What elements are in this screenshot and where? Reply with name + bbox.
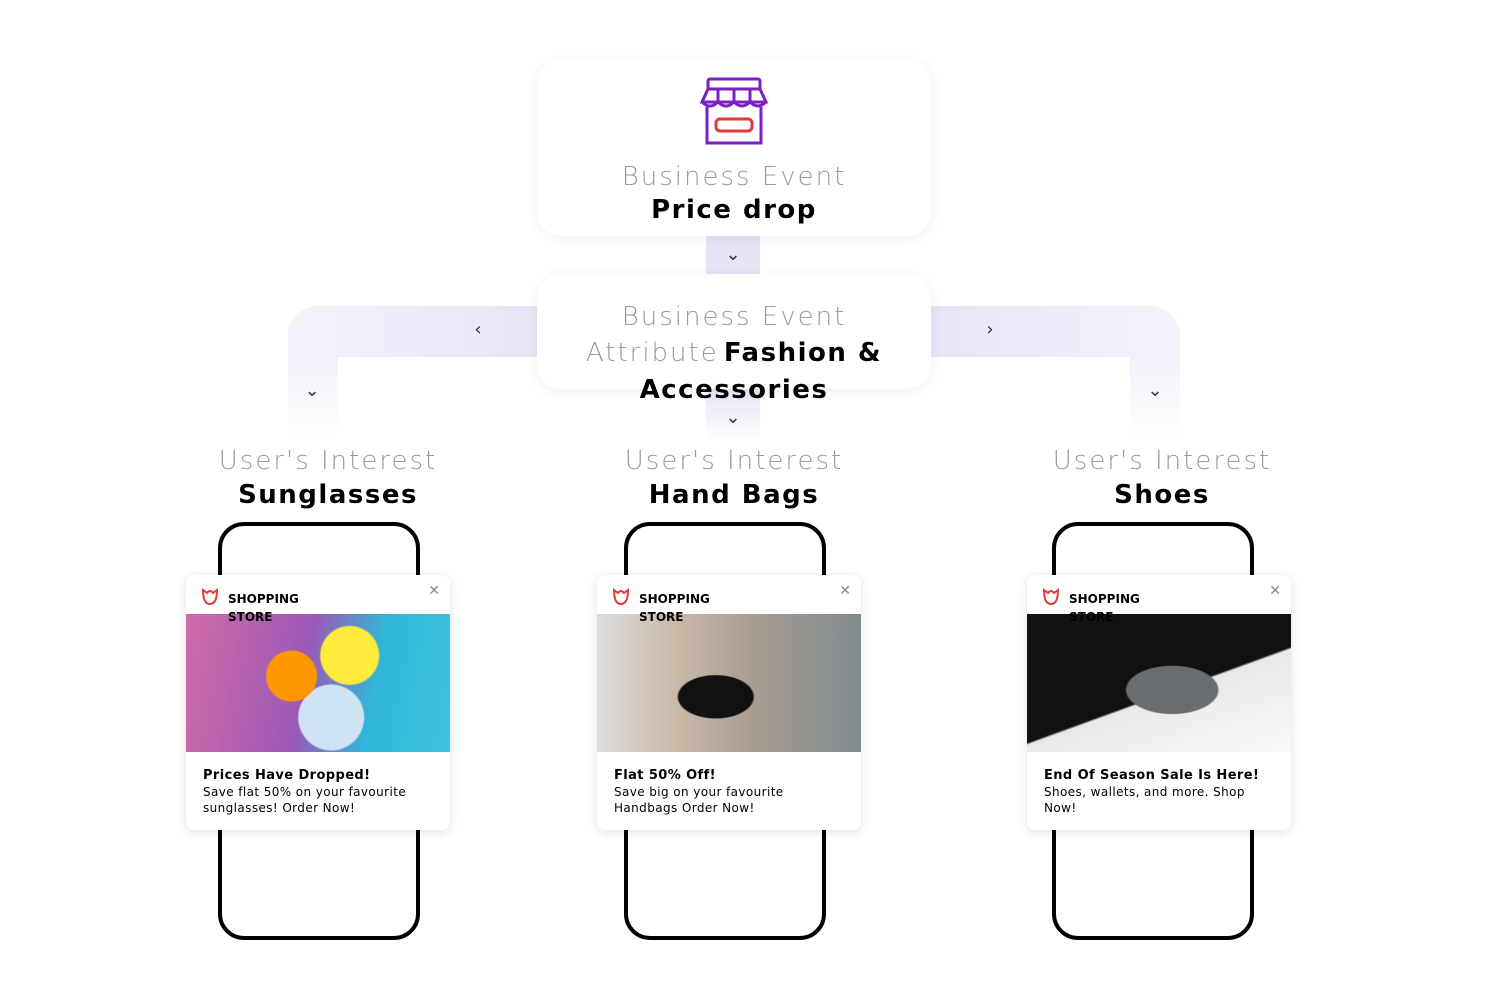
notification-title: Prices Have Dropped! (203, 768, 371, 783)
chevron-down-icon: ⌄ (304, 380, 320, 401)
chevron-right-icon: › (986, 319, 994, 340)
close-icon[interactable]: ✕ (839, 583, 851, 599)
interest-value: Hand Bags (648, 480, 820, 510)
brand-name: SHOPPING STORE (1069, 592, 1140, 624)
interest-value: Shoes (1114, 480, 1210, 510)
connector-middle-down (706, 389, 760, 441)
close-icon[interactable]: ✕ (1269, 583, 1281, 599)
notification-body: Save big on your favourite Handbags Orde… (614, 785, 784, 815)
attribute-prefix: Attribute (585, 338, 719, 368)
brand-logo-icon (201, 587, 219, 606)
notification-body: Save flat 50% on your favourite sunglass… (203, 785, 407, 815)
interest-label-group: User's Interest Hand Bags (584, 446, 884, 510)
interest-label: User's Interest (218, 446, 438, 476)
brand-logo-icon (612, 587, 630, 606)
interest-label-group: User's Interest Shoes (1012, 446, 1312, 510)
handbag-image (597, 614, 861, 752)
chevron-left-icon: ‹ (474, 319, 482, 340)
card-subtitle: Business Event (621, 162, 847, 192)
chevron-down-icon: ⌄ (1147, 380, 1163, 401)
card-title: Fashion & Accessories (639, 338, 883, 405)
card-title: Price drop (651, 195, 817, 225)
storefront-icon (700, 77, 768, 145)
notification-title: End Of Season Sale Is Here! (1044, 768, 1260, 783)
sunglasses-image (186, 614, 450, 752)
push-notification[interactable]: SHOPPING STORE ✕ End Of Season Sale Is H… (1027, 575, 1291, 830)
connector-left-down (288, 357, 338, 437)
shoe-image (1027, 614, 1291, 752)
notification-title: Flat 50% Off! (614, 768, 716, 783)
connector-top (706, 236, 760, 276)
brand-logo-icon (1042, 587, 1060, 606)
brand-name: SHOPPING STORE (228, 592, 299, 624)
connector-right-down (1130, 357, 1180, 437)
interest-label: User's Interest (1052, 446, 1272, 476)
attribute-card: Business Event Attribute Fashion & Acces… (537, 274, 931, 405)
push-notification[interactable]: SHOPPING STORE ✕ Flat 50% Off! Save big … (597, 575, 861, 830)
chevron-down-icon: ⌄ (725, 244, 741, 265)
card-subtitle: Business Event (621, 302, 847, 332)
brand-name: SHOPPING STORE (639, 592, 710, 624)
close-icon[interactable]: ✕ (428, 583, 440, 599)
push-notification[interactable]: SHOPPING STORE ✕ Prices Have Dropped! Sa… (186, 575, 450, 830)
business-event-card: Business Event Price drop (537, 60, 931, 236)
interest-label-group: User's Interest Sunglasses (178, 446, 478, 510)
chevron-down-icon: ⌄ (725, 407, 741, 428)
interest-label: User's Interest (624, 446, 844, 476)
notification-body: Shoes, wallets, and more. Shop Now! (1044, 785, 1245, 815)
interest-value: Sunglasses (238, 480, 418, 510)
